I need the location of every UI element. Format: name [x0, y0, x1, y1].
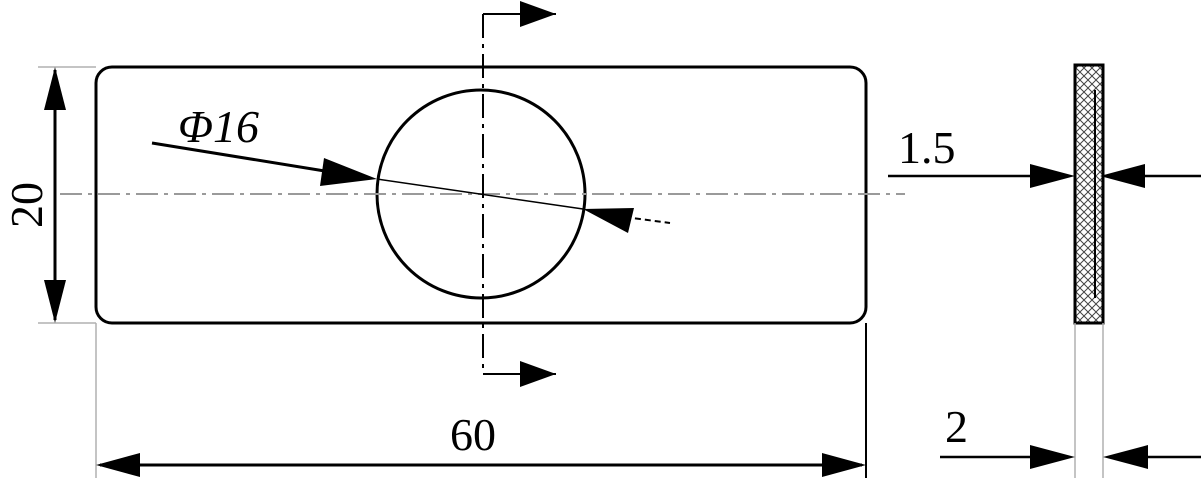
- diameter-label: Φ16: [178, 101, 259, 152]
- height-arrow-top: [44, 67, 66, 110]
- diameter-leader-left: [151, 141, 338, 175]
- section-arrowhead-bottom: [520, 361, 556, 387]
- thickness-outer-label: 2: [945, 401, 968, 452]
- side-view-outline: [1073, 63, 1105, 325]
- diameter-arrowhead-left: [320, 158, 377, 186]
- thickness-outer-arrow-left: [1030, 445, 1075, 469]
- thickness-inner-label: 1.5: [898, 122, 956, 173]
- height-label: 20: [1, 182, 52, 228]
- height-arrow-bottom: [44, 280, 66, 323]
- thickness-inner-arrow-left: [1030, 164, 1075, 188]
- length-label: 60: [450, 409, 496, 460]
- section-arrowhead-top: [520, 1, 556, 27]
- thickness-inner-arrow-right: [1100, 164, 1145, 188]
- length-arrow-left: [96, 453, 140, 477]
- diameter-leader-right: [624, 216, 671, 224]
- diameter-arrowhead-right: [583, 208, 634, 233]
- thickness-outer-arrow-right: [1103, 445, 1148, 469]
- diameter-chord: [376, 178, 584, 210]
- length-arrow-right: [822, 453, 866, 477]
